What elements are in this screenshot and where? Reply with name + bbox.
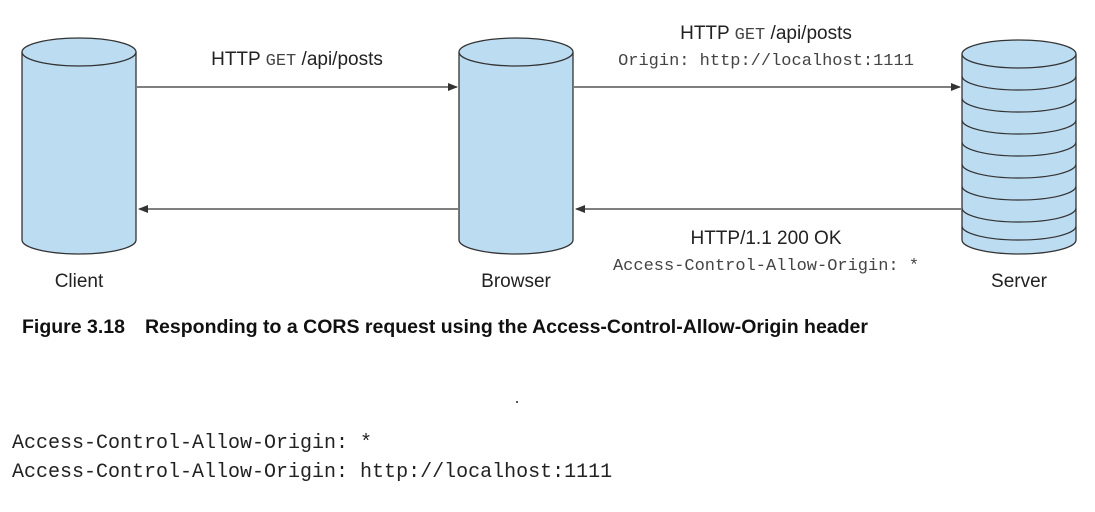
- stray-dot: [516, 401, 518, 403]
- origin-header-label: Origin: http://localhost:1111: [618, 52, 914, 71]
- acao-header-label: Access-Control-Allow-Origin: *: [613, 257, 919, 276]
- figure-caption: Figure 3.18 Responding to a CORS request …: [22, 316, 868, 339]
- code-line-2: Access-Control-Allow-Origin: http://loca…: [12, 461, 613, 484]
- request-label-browser: HTTP GET /api/posts: [680, 23, 852, 45]
- browser-label: Browser: [481, 271, 551, 292]
- browser-node: Browser: [458, 37, 574, 292]
- server-node: Server: [961, 39, 1077, 292]
- server-disk-rings: [961, 75, 1077, 241]
- code-line-1: Access-Control-Allow-Origin: *: [12, 432, 373, 455]
- figure-number: Figure 3.18: [22, 316, 125, 338]
- server-label: Server: [991, 271, 1048, 292]
- figure-caption-text: Responding to a CORS request using the A…: [144, 316, 868, 338]
- request-label-client: HTTP GET /api/posts: [211, 49, 383, 71]
- client-node: Client: [21, 37, 137, 292]
- client-label: Client: [55, 271, 104, 292]
- response-status-label: HTTP/1.1 200 OK: [690, 228, 841, 249]
